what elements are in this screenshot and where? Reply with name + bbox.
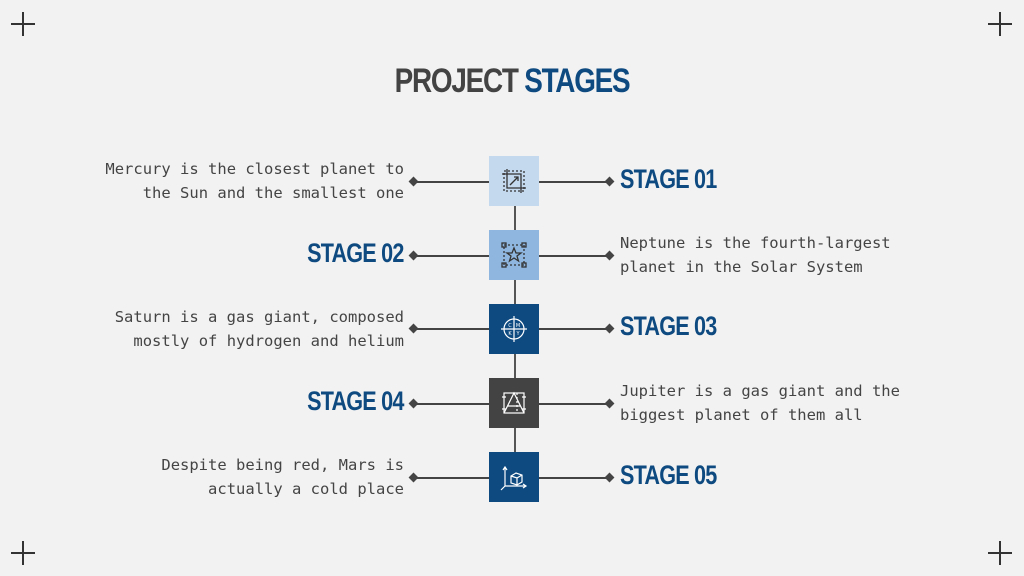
- page-title: PROJECT STAGES: [92, 62, 932, 101]
- connector-dot: [604, 323, 615, 334]
- connector-line: [414, 403, 489, 405]
- blueprint-icon: [502, 391, 526, 414]
- connector-line: [539, 477, 610, 479]
- cmyk-icon: C M K Y: [501, 316, 527, 342]
- title-word-project: PROJECT: [394, 62, 519, 100]
- connector-dot: [604, 472, 615, 483]
- corner-mark-bottom-right: [988, 541, 1012, 565]
- connector-line: [539, 255, 610, 257]
- svg-text:M: M: [516, 323, 520, 329]
- connector-line: [414, 181, 489, 183]
- corner-mark-top-left: [11, 12, 35, 36]
- connector-line: [414, 328, 489, 330]
- title-word-stages: STAGES: [524, 62, 630, 100]
- crop-icon: [502, 169, 526, 193]
- corner-mark-top-right: [988, 12, 1012, 36]
- stage-04-label: STAGE 04: [307, 386, 405, 416]
- stage-02-label: STAGE 02: [307, 238, 405, 268]
- connector-line: [539, 328, 610, 330]
- connector-dot: [604, 176, 615, 187]
- stage-04-description: Jupiter is a gas giant and the biggest p…: [620, 382, 900, 424]
- connector-dot: [408, 472, 419, 483]
- stage-03-description: Saturn is a gas giant, composed mostly o…: [114, 308, 404, 350]
- stage-05-label: STAGE 05: [620, 460, 717, 490]
- stage-03-icon-box: C M K Y: [489, 304, 539, 354]
- connector-line: [414, 255, 489, 257]
- corner-mark-bottom-left: [11, 541, 35, 565]
- connector-line: [414, 477, 489, 479]
- star-select-icon: [501, 242, 527, 268]
- connector-dot: [408, 250, 419, 261]
- stage-02-description: Neptune is the fourth-largest planet in …: [620, 234, 891, 276]
- svg-text:Y: Y: [515, 331, 520, 337]
- connector-line: [539, 403, 610, 405]
- connector-line: [539, 181, 610, 183]
- connector-dot: [408, 398, 419, 409]
- connector-dot: [408, 323, 419, 334]
- stage-05-icon-box: [489, 452, 539, 502]
- stage-03-label: STAGE 03: [620, 311, 717, 341]
- stage-04-icon-box: [489, 378, 539, 428]
- stage-01-label: STAGE 01: [620, 164, 717, 194]
- 3d-cube-icon: [500, 465, 528, 491]
- stage-01-description: Mercury is the closest planet to the Sun…: [105, 160, 404, 202]
- svg-text:K: K: [508, 331, 512, 337]
- connector-dot: [604, 398, 615, 409]
- connector-dot: [408, 176, 419, 187]
- stage-02-icon-box: [489, 230, 539, 280]
- svg-text:C: C: [508, 323, 512, 329]
- stage-01-icon-box: [489, 156, 539, 206]
- connector-dot: [604, 250, 615, 261]
- stage-05-description: Despite being red, Mars is actually a co…: [161, 456, 404, 498]
